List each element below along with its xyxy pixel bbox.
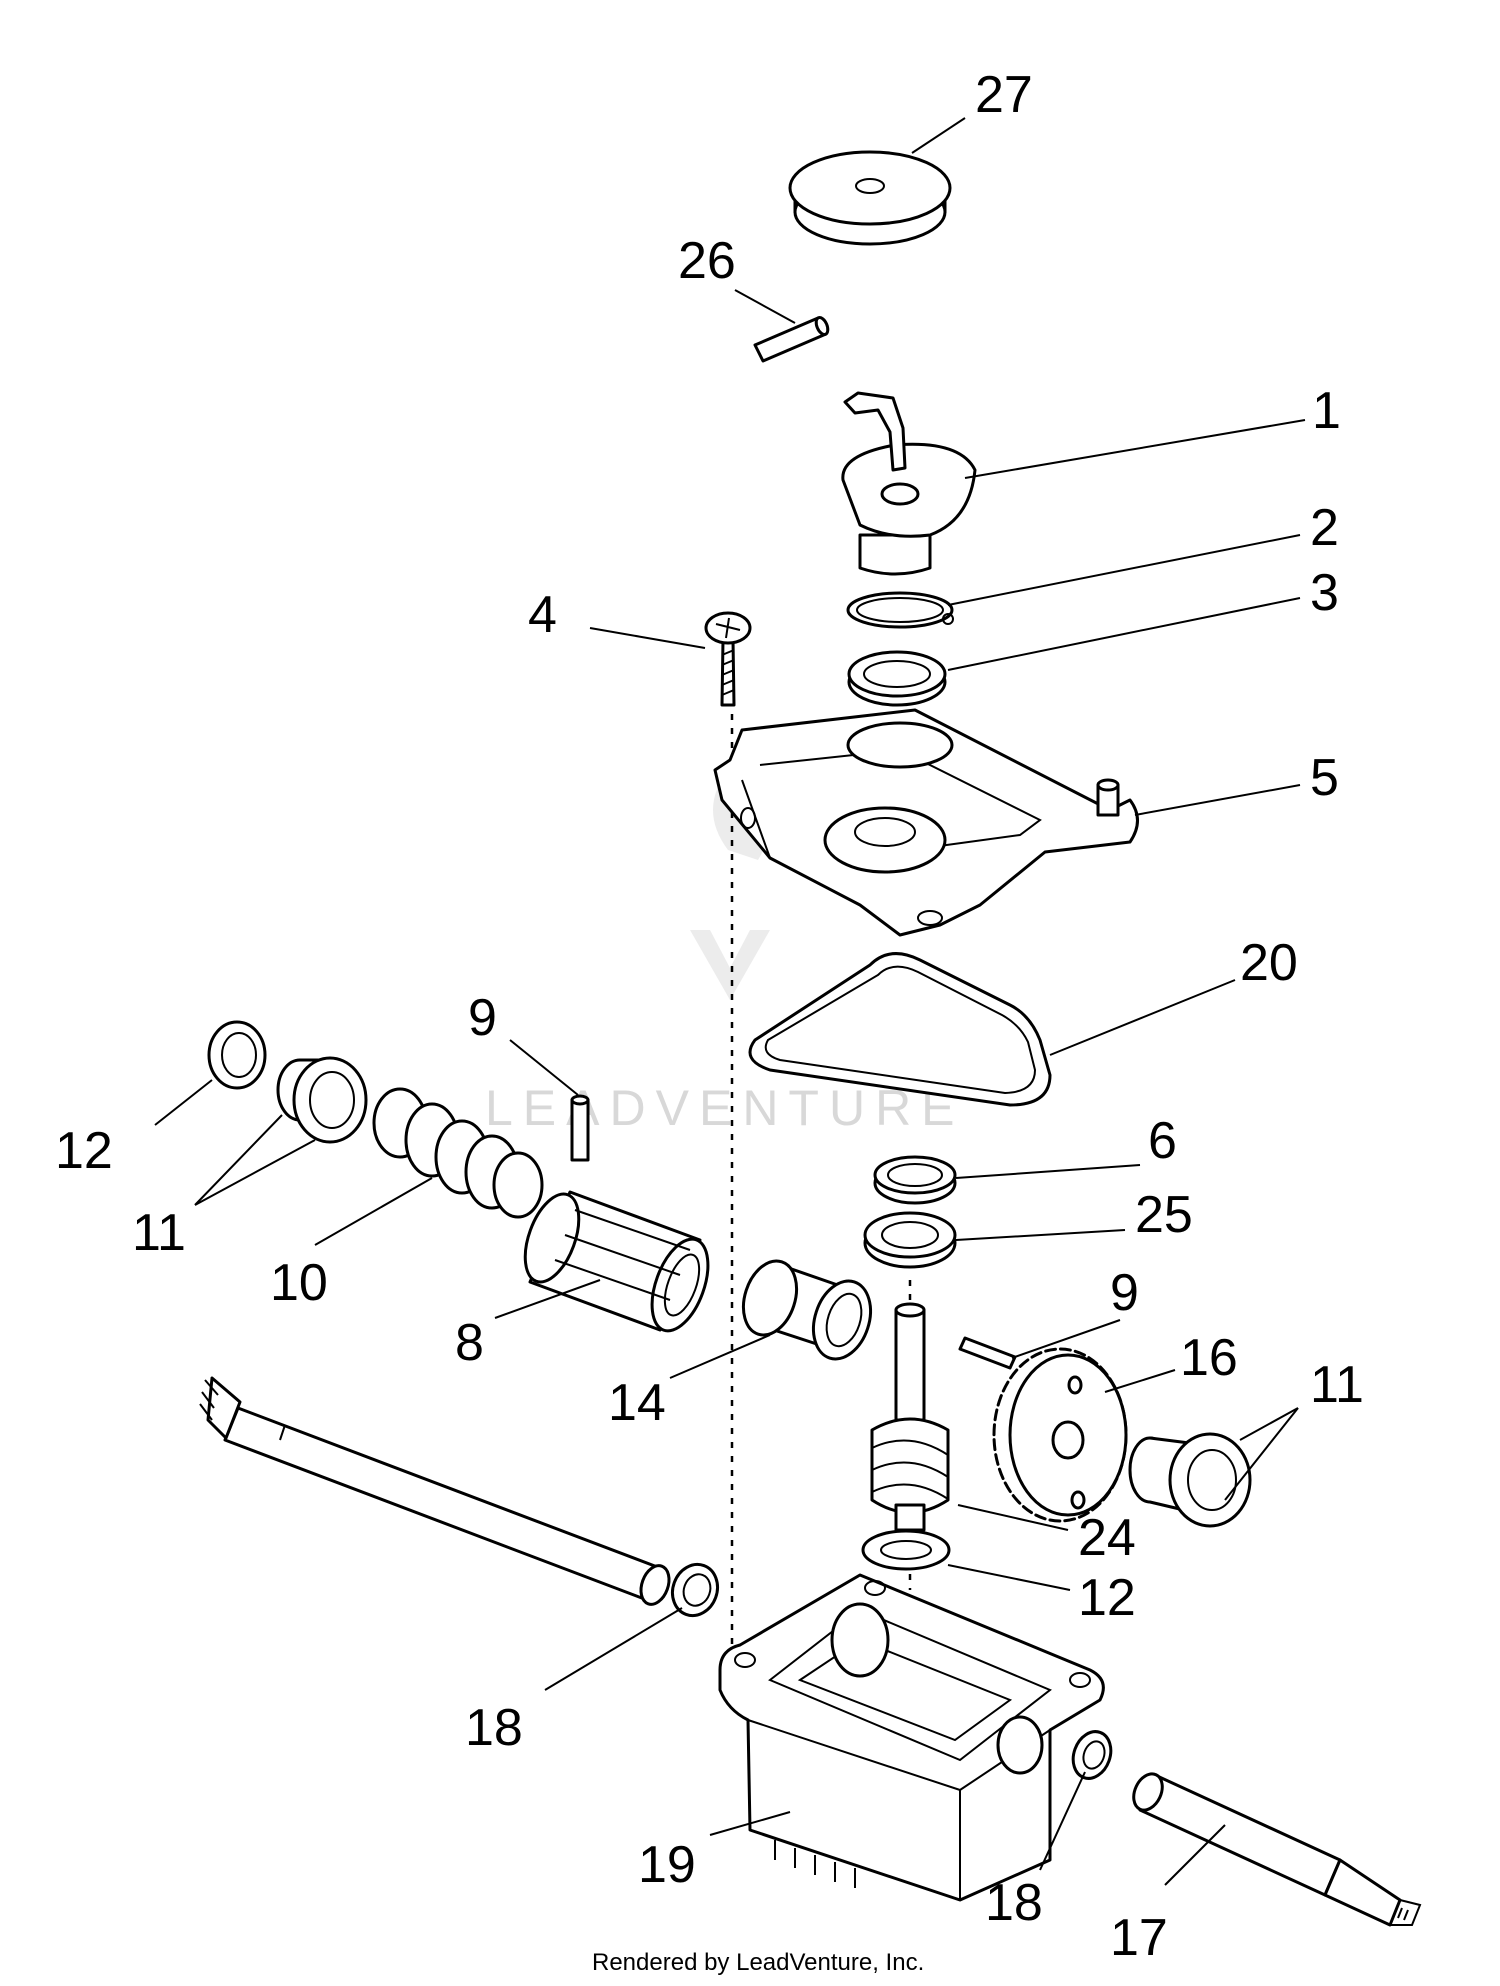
label-10: 10 bbox=[270, 1254, 328, 1312]
label-4: 4 bbox=[528, 586, 557, 644]
label-9-lower: 9 bbox=[1110, 1264, 1139, 1322]
label-3: 3 bbox=[1310, 564, 1339, 622]
retaining-ring-2 bbox=[846, 591, 954, 629]
pin-9-lower bbox=[958, 1336, 1017, 1370]
label-11-left: 11 bbox=[132, 1204, 186, 1262]
seal-3 bbox=[847, 650, 947, 707]
worm-shaft-24 bbox=[870, 1302, 950, 1532]
label-27: 27 bbox=[975, 66, 1033, 124]
housing-cover-5 bbox=[713, 708, 1139, 937]
label-9-upper: 9 bbox=[468, 989, 497, 1047]
label-6: 6 bbox=[1148, 1112, 1177, 1170]
label-19: 19 bbox=[638, 1836, 696, 1894]
label-18-left: 18 bbox=[465, 1699, 523, 1757]
bushing-11-right bbox=[1128, 1432, 1252, 1528]
seal-6 bbox=[873, 1155, 957, 1205]
shift-lever-1 bbox=[841, 391, 977, 576]
label-24: 24 bbox=[1078, 1509, 1136, 1567]
coupler-14 bbox=[741, 1259, 872, 1361]
pin-9-upper bbox=[570, 1094, 590, 1162]
seal-18-right bbox=[1071, 1730, 1113, 1780]
axle-right-17 bbox=[1132, 1772, 1422, 1927]
label-8: 8 bbox=[455, 1314, 484, 1372]
label-14: 14 bbox=[608, 1374, 666, 1432]
label-16: 16 bbox=[1180, 1329, 1238, 1387]
gasket-20 bbox=[748, 952, 1052, 1107]
thrust-washer-12-left bbox=[207, 1020, 267, 1090]
bushing-11-left bbox=[276, 1056, 368, 1144]
gear-16 bbox=[992, 1347, 1128, 1523]
label-25: 25 bbox=[1135, 1186, 1193, 1244]
label-1: 1 bbox=[1312, 382, 1341, 440]
housing-base-19 bbox=[718, 1573, 1105, 1902]
screw-4 bbox=[704, 611, 752, 707]
label-18-right: 18 bbox=[985, 1874, 1043, 1932]
pulley-27 bbox=[788, 150, 952, 246]
seal-18-left bbox=[670, 1562, 720, 1618]
watermark-text: LEADVENTURE bbox=[485, 1080, 965, 1136]
roll-pin-26 bbox=[753, 315, 830, 363]
leader-lines bbox=[154, 117, 1306, 1886]
label-5: 5 bbox=[1310, 749, 1339, 807]
label-11-right: 11 bbox=[1310, 1356, 1364, 1414]
label-12-left: 12 bbox=[55, 1122, 113, 1180]
washer-12-lower bbox=[861, 1529, 951, 1571]
axle-left bbox=[199, 1376, 671, 1606]
footer-credit: Rendered by LeadVenture, Inc. bbox=[592, 1949, 924, 1976]
spline-sleeve-8 bbox=[523, 1190, 710, 1333]
spring-10 bbox=[372, 1087, 544, 1219]
label-2: 2 bbox=[1310, 499, 1339, 557]
label-17: 17 bbox=[1110, 1909, 1168, 1967]
label-12-lower: 12 bbox=[1078, 1569, 1136, 1627]
bearing-25 bbox=[863, 1211, 957, 1269]
label-20: 20 bbox=[1240, 934, 1298, 992]
label-26: 26 bbox=[678, 232, 736, 290]
